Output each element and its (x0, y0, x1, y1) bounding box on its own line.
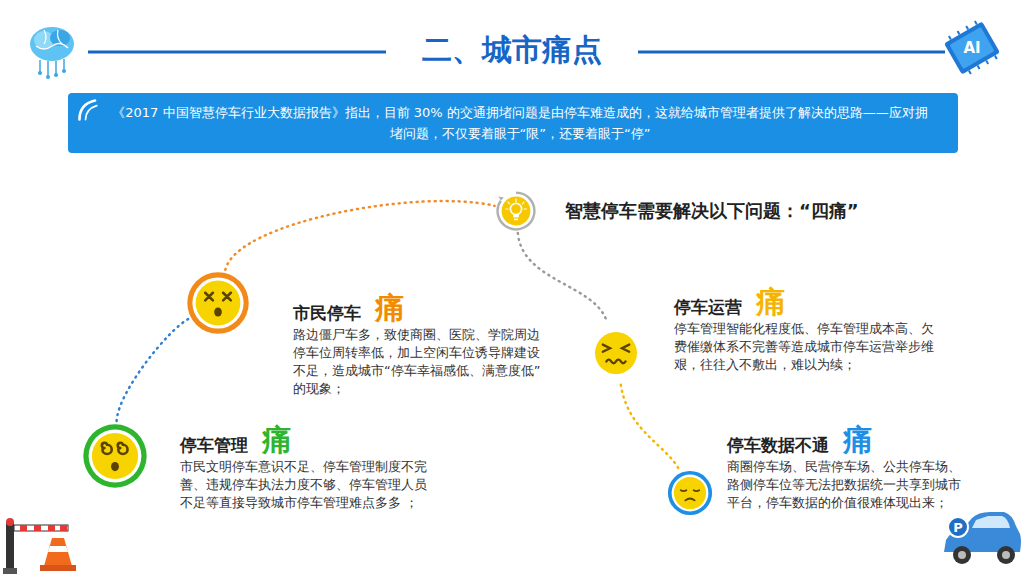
heading-row: 停车运营痛 (674, 286, 786, 318)
heading-row: 停车数据不通痛 (727, 424, 873, 456)
banner-quote-mark (76, 97, 102, 123)
chip-icon (942, 18, 1002, 78)
question-heading: 智慧停车需要解决以下问题：“四痛” (565, 199, 859, 223)
emoji-face (186, 271, 250, 335)
brain-icon (30, 27, 74, 79)
dotted-connector (518, 233, 607, 322)
pain-point-node: 市民停车痛路边僵尸车多，致使商圈、医院、学院周边停车位周转率低，加上空闲车位诱导… (186, 271, 250, 335)
dotted-connector (621, 385, 680, 471)
pain-description: 市民文明停车意识不足、停车管理制度不完善、违规停车执法力度不够、停车管理人员不足… (180, 458, 434, 512)
pain-heading: 停车管理 (180, 434, 248, 456)
pain-mark: 痛 (375, 292, 405, 324)
pain-point-node: 停车管理痛市民文明停车意识不足、停车管理制度不完善、违规停车执法力度不够、停车管… (82, 423, 148, 489)
pain-mark: 痛 (843, 424, 873, 456)
pain-description: 停车管理智能化程度低、停车管理成本高、欠费催缴体系不完善等造成城市停车运营举步维… (674, 320, 942, 374)
emoji-face (586, 323, 646, 383)
emoji-face (82, 423, 148, 489)
dotted-connector (225, 201, 494, 270)
car-icon (944, 512, 1021, 564)
pain-heading: 停车运营 (674, 296, 742, 318)
banner-text: 《2017 中国智慧停车行业大数据报告》指出，目前 30% 的交通拥堵问题是由停… (112, 102, 928, 144)
page-title: 二、城市痛点 (0, 28, 1024, 72)
bulb-icon (496, 191, 536, 231)
pain-description: 路边僵尸车多，致使商圈、医院、学院周边停车位周转率低，加上空闲车位诱导牌建设不足… (293, 326, 547, 398)
dotted-connector (117, 319, 188, 421)
emoji-face (667, 470, 713, 516)
chip-label: AI (963, 41, 980, 56)
pain-description: 商圈停车场、民营停车场、公共停车场、路侧停车位等无法把数据统一共享到城市平台，停… (727, 458, 971, 512)
pain-point-node: 停车运营痛停车管理智能化程度低、停车管理成本高、欠费催缴体系不完善等造成城市停车… (586, 323, 646, 383)
heading-row: 市民停车痛 (293, 292, 405, 324)
title-rule (88, 51, 386, 54)
bulb-node: 智慧停车需要解决以下问题：“四痛” (496, 191, 536, 231)
pain-heading: 停车数据不通 (727, 434, 829, 456)
heading-row: 停车管理痛 (180, 424, 292, 456)
intro-banner: 《2017 中国智慧停车行业大数据报告》指出，目前 30% 的交通拥堵问题是由停… (68, 93, 958, 153)
parking-sign: P (953, 521, 963, 534)
pain-mark: 痛 (756, 286, 786, 318)
traffic-cone (40, 538, 76, 571)
pain-point-node: 停车数据不通痛商圈停车场、民营停车场、公共停车场、路侧停车位等无法把数据统一共享… (667, 470, 713, 516)
pain-heading: 市民停车 (293, 302, 361, 324)
pain-mark: 痛 (262, 424, 292, 456)
title-rule (638, 51, 945, 54)
